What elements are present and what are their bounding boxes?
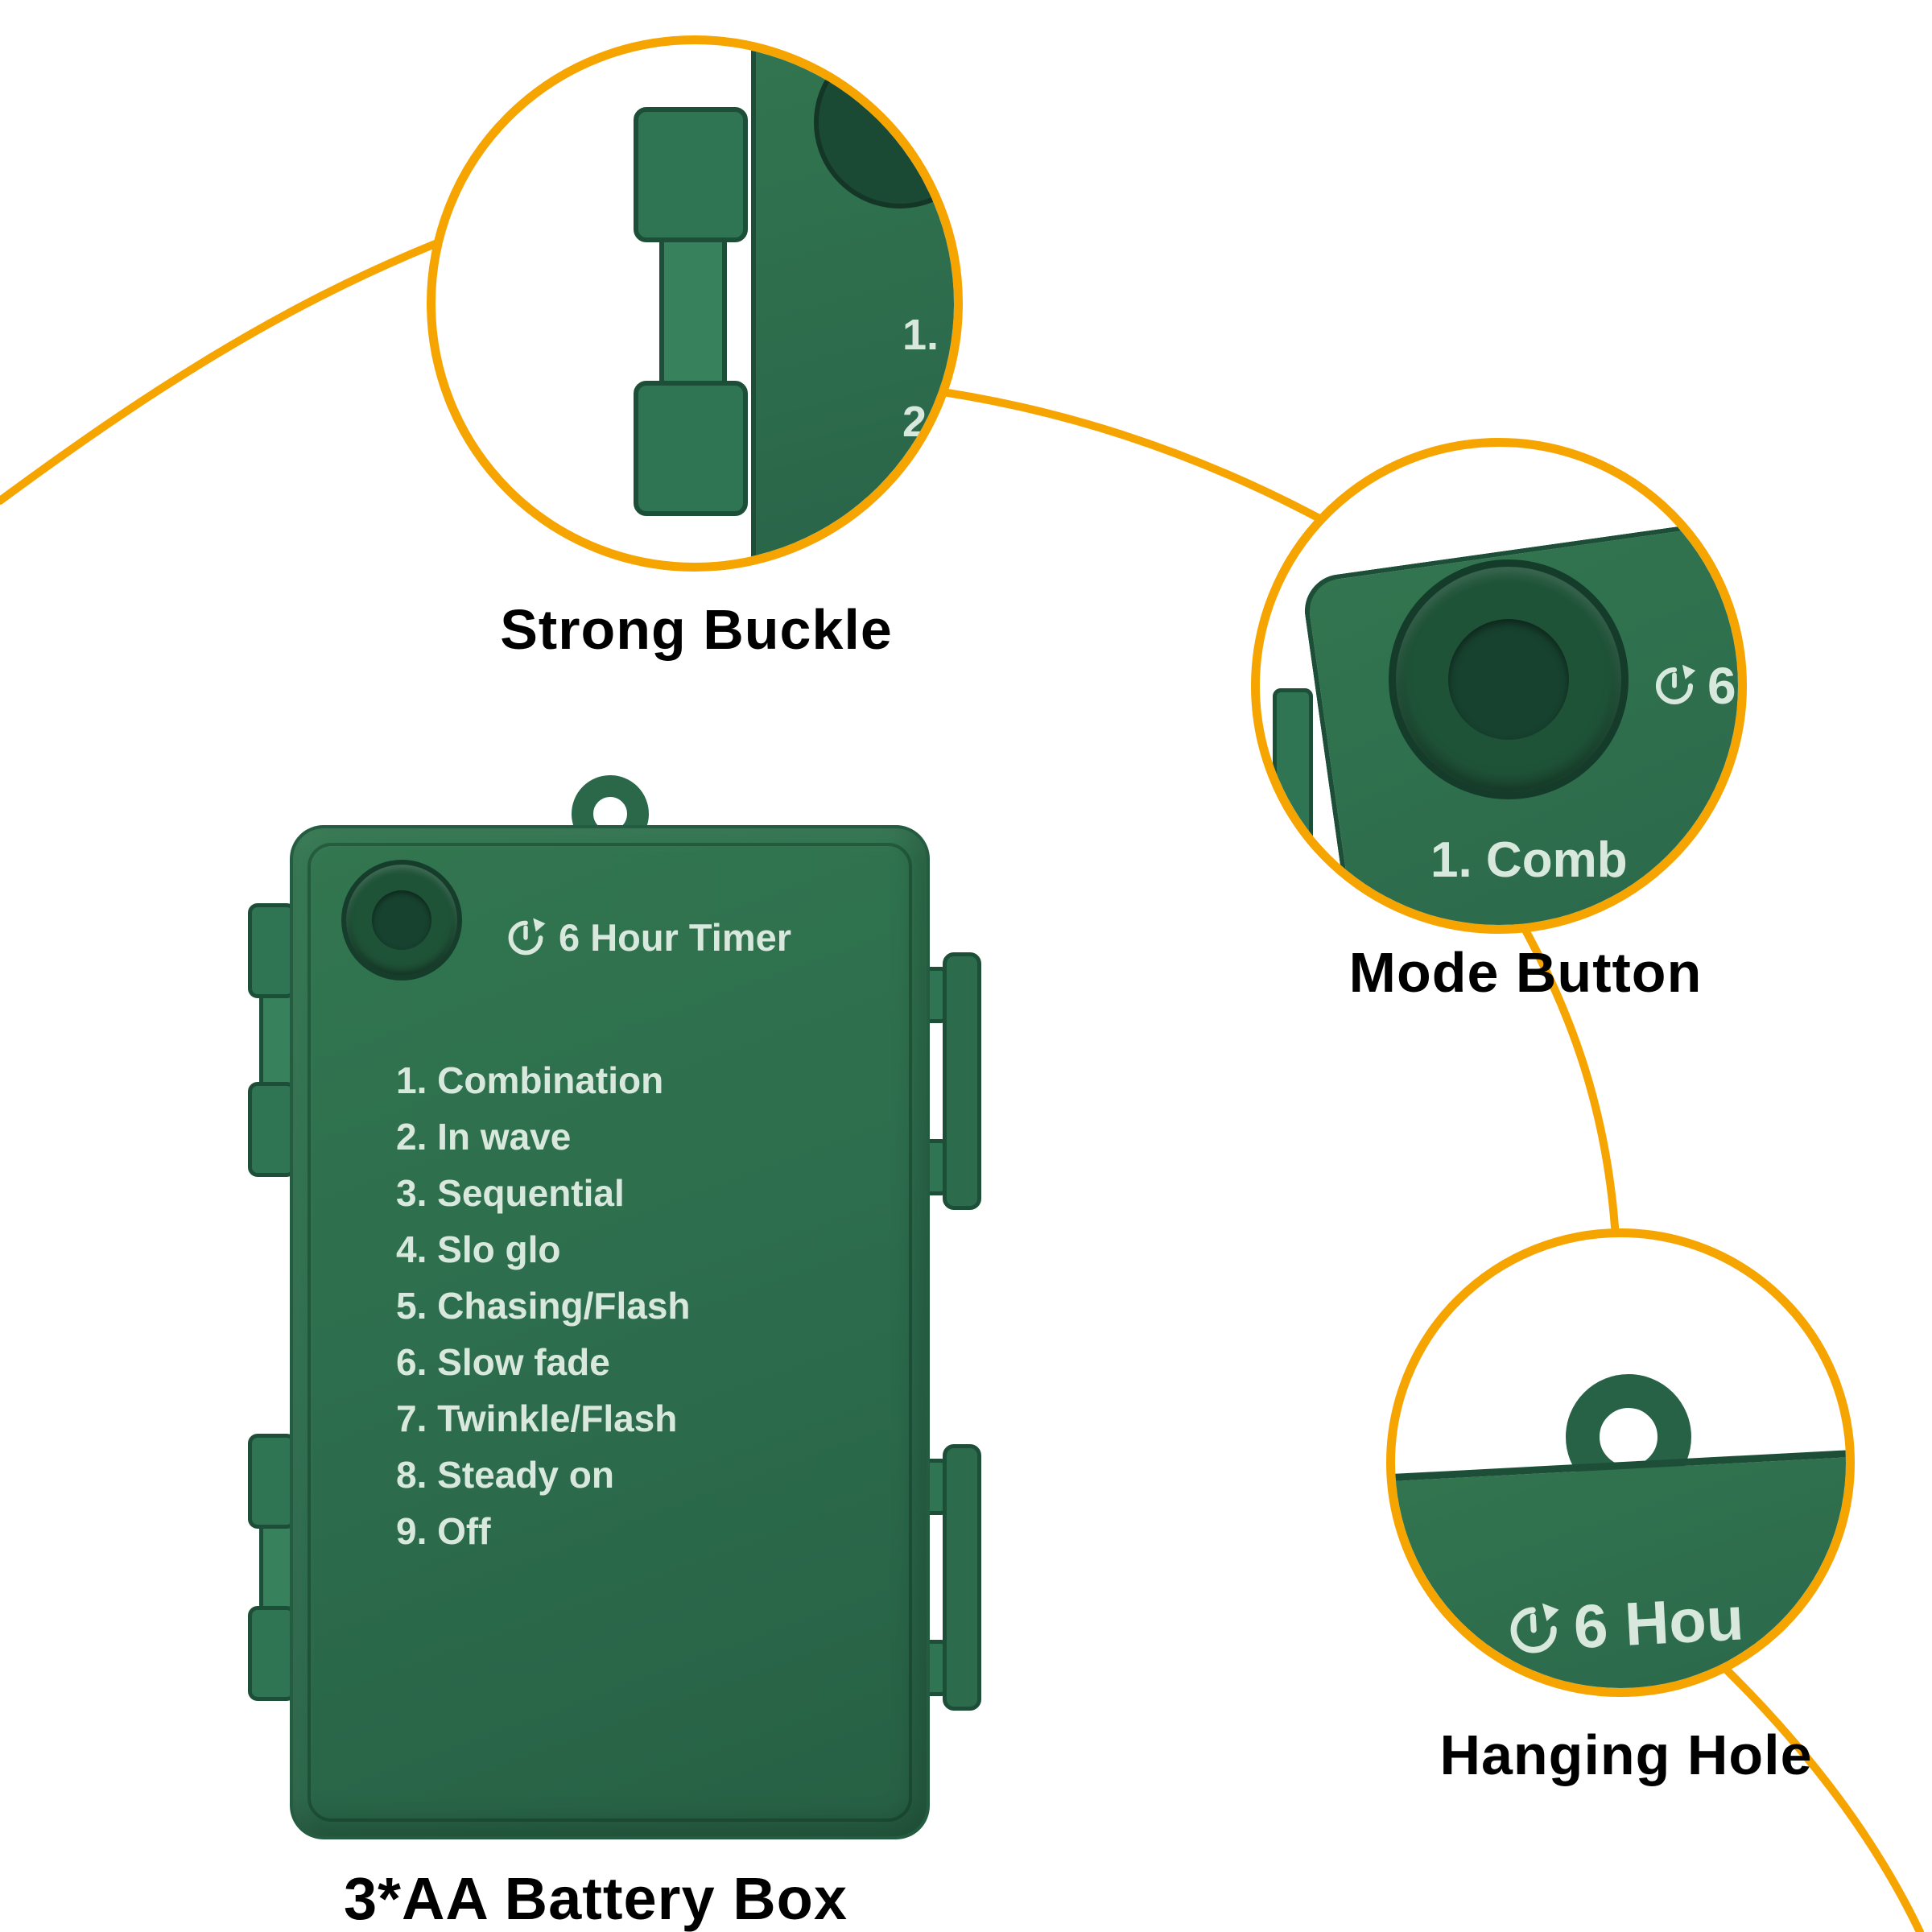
zoom-text: 1. Comb (1430, 832, 1628, 888)
mode-list-item: 5. Chasing/Flash (396, 1285, 691, 1327)
timer-icon (1651, 663, 1698, 709)
hinge-knuckle (248, 1606, 296, 1701)
buckle-bar (943, 952, 981, 1210)
mode-list: 1. Combination 2. In wave 3. Sequential … (396, 1052, 691, 1559)
mode-list-item: 4. Slo glo (396, 1228, 561, 1270)
battery-box: 6 Hour Timer 1. Combination 2. In wave 3… (290, 825, 930, 1839)
timer-label: 6 Hour Timer (559, 916, 792, 959)
mode-button (341, 860, 462, 980)
hinge-knuckle (248, 1082, 296, 1177)
timer-text-zoom: 6 Hou (1503, 1583, 1745, 1666)
mode-button-zoom-partial (814, 44, 954, 208)
mode-button-zoom (1389, 559, 1629, 799)
timer-text-zoom: 6 (1651, 656, 1736, 716)
mode-list-item: 1. Combination (396, 1059, 664, 1101)
side-buckle-zoom-partial (1273, 688, 1313, 845)
mode-list-item: 2. In wave (396, 1116, 572, 1158)
timer-row: 6 Hour Timer (504, 915, 791, 960)
strong-buckle-label: Strong Buckle (500, 598, 893, 661)
buckle-knuckle-zoom (634, 107, 748, 242)
timer-icon (1503, 1600, 1564, 1661)
hanging-hole-callout: 6 Hou (1386, 1228, 1855, 1697)
buckle-knuckle-zoom (634, 381, 748, 516)
connector-line (1707, 1650, 1924, 1932)
zoom-text: 6 Hou (1571, 1584, 1746, 1662)
mode-list-item: 3. Sequential (396, 1172, 625, 1214)
mode-list-item: 9. Off (396, 1510, 491, 1552)
mode-button-label: Mode Button (1348, 941, 1703, 1004)
mode-list-item: 6. Slow fade (396, 1341, 610, 1383)
connector-line (1503, 894, 1620, 1256)
mode-list-item: 8. Steady on (396, 1454, 614, 1496)
mode-list-item: 7. Twinkle/Flash (396, 1397, 678, 1439)
timer-icon (504, 916, 547, 960)
hanging-hole-label: Hanging Hole (1439, 1724, 1813, 1786)
strong-buckle-callout: 1. 2 (427, 35, 963, 572)
zoom-text: 2 (902, 398, 927, 446)
hinge-knuckle (248, 903, 296, 998)
zoom-text: 6 (1707, 657, 1736, 715)
battery-box-caption: 3*AA Battery Box (344, 1865, 848, 1932)
buckle-bar (943, 1444, 981, 1711)
zoom-text: 1. (902, 311, 939, 359)
hinge-knuckle (248, 1434, 296, 1529)
mode-button-callout: 6 1. Comb (1251, 438, 1747, 934)
